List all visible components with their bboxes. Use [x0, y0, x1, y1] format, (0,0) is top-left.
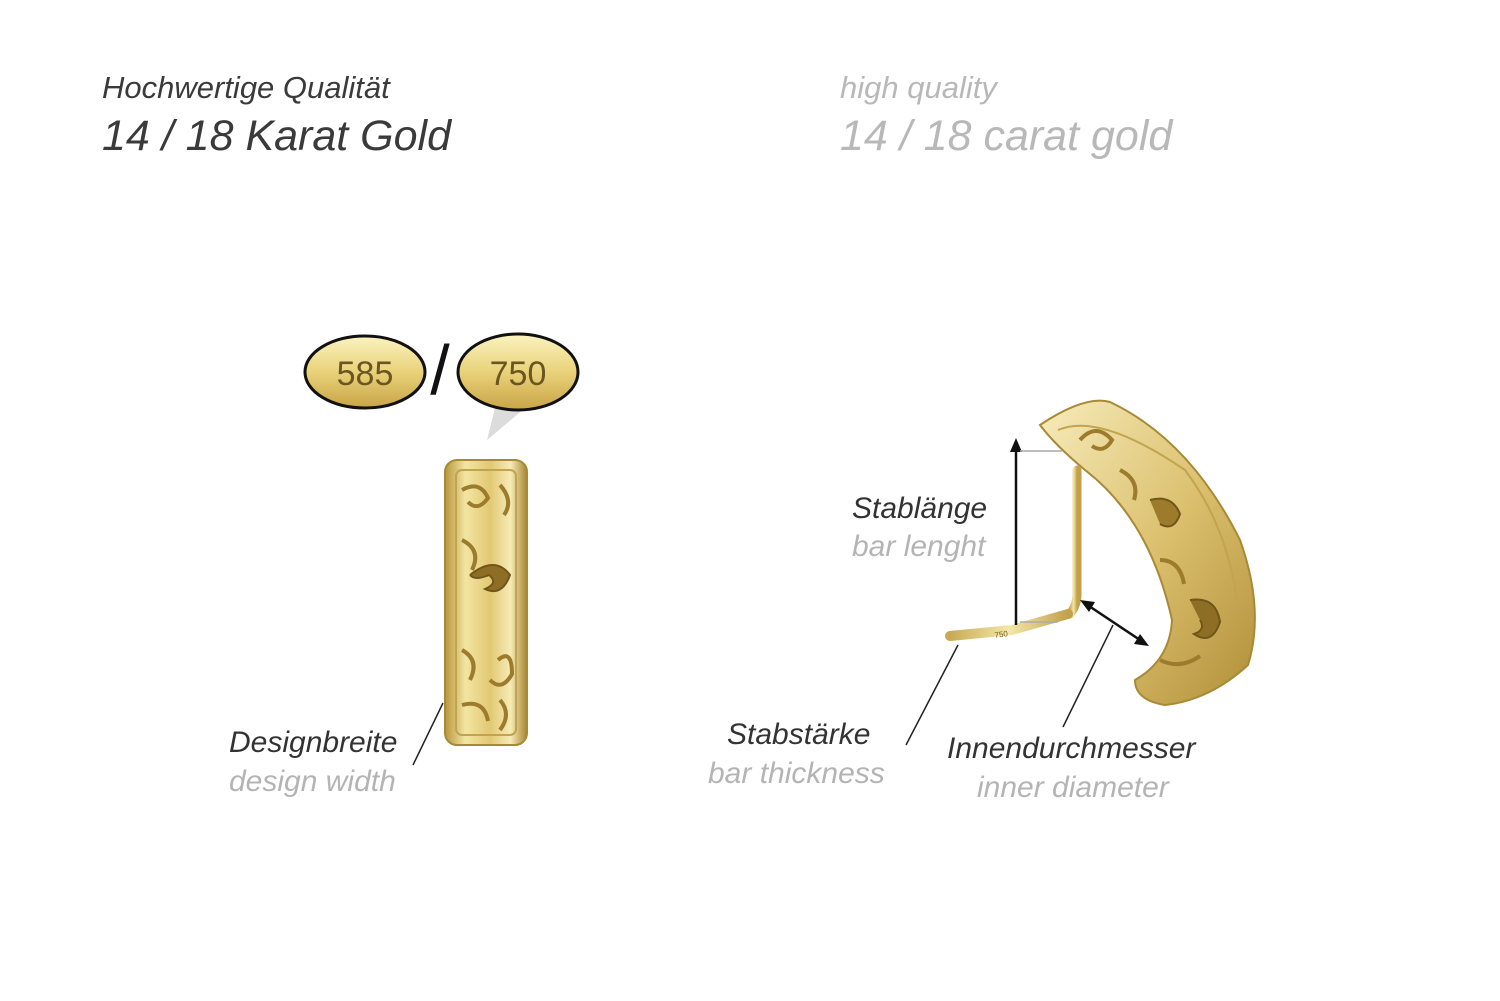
bar-length-dimension: [1010, 438, 1062, 625]
hallmark-585-badge: 585: [303, 334, 427, 410]
heading-en-quality: high quality: [840, 70, 997, 105]
bar-stamp-text: 750: [994, 629, 1009, 640]
hallmark-750-text: 750: [490, 355, 547, 393]
arrow-right-icon: [1134, 634, 1149, 646]
inner-diameter-dimension: [1062, 600, 1149, 728]
bar-length-label-de: Stablänge: [852, 492, 988, 525]
hallmark-585-text: 585: [337, 355, 394, 393]
design-width-leader-line: [412, 702, 444, 766]
arrow-left-icon: [1080, 600, 1095, 612]
heading-de-material: 14 / 18 Karat Gold: [102, 112, 451, 160]
inner-diameter-label-de: Innendurchmesser: [947, 732, 1196, 765]
bar-thickness-label-de: Stabstärke: [727, 718, 871, 751]
inner-diameter-label-en: inner diameter: [977, 771, 1169, 804]
hallmark-separator: /: [430, 331, 450, 409]
arrow-up-icon: [1010, 438, 1022, 452]
design-width-label-en: design width: [229, 765, 396, 798]
front-view-earring-icon: [444, 459, 528, 746]
side-view-earring-icon: 750: [945, 399, 1256, 707]
design-width-label-de: Designbreite: [229, 726, 398, 759]
heading-en-material: 14 / 18 carat gold: [840, 112, 1173, 160]
callout-pointer-icon: [487, 404, 530, 440]
inner-diameter-leader-line: [1062, 624, 1114, 728]
hallmark-750-badge: 750: [456, 332, 580, 440]
bar-length-label-en: bar lenght: [852, 530, 986, 563]
bar-thickness-leader-line: [905, 644, 959, 746]
bar-thickness-label-en: bar thickness: [708, 757, 885, 790]
heading-de-quality: Hochwertige Qualität: [102, 70, 390, 105]
